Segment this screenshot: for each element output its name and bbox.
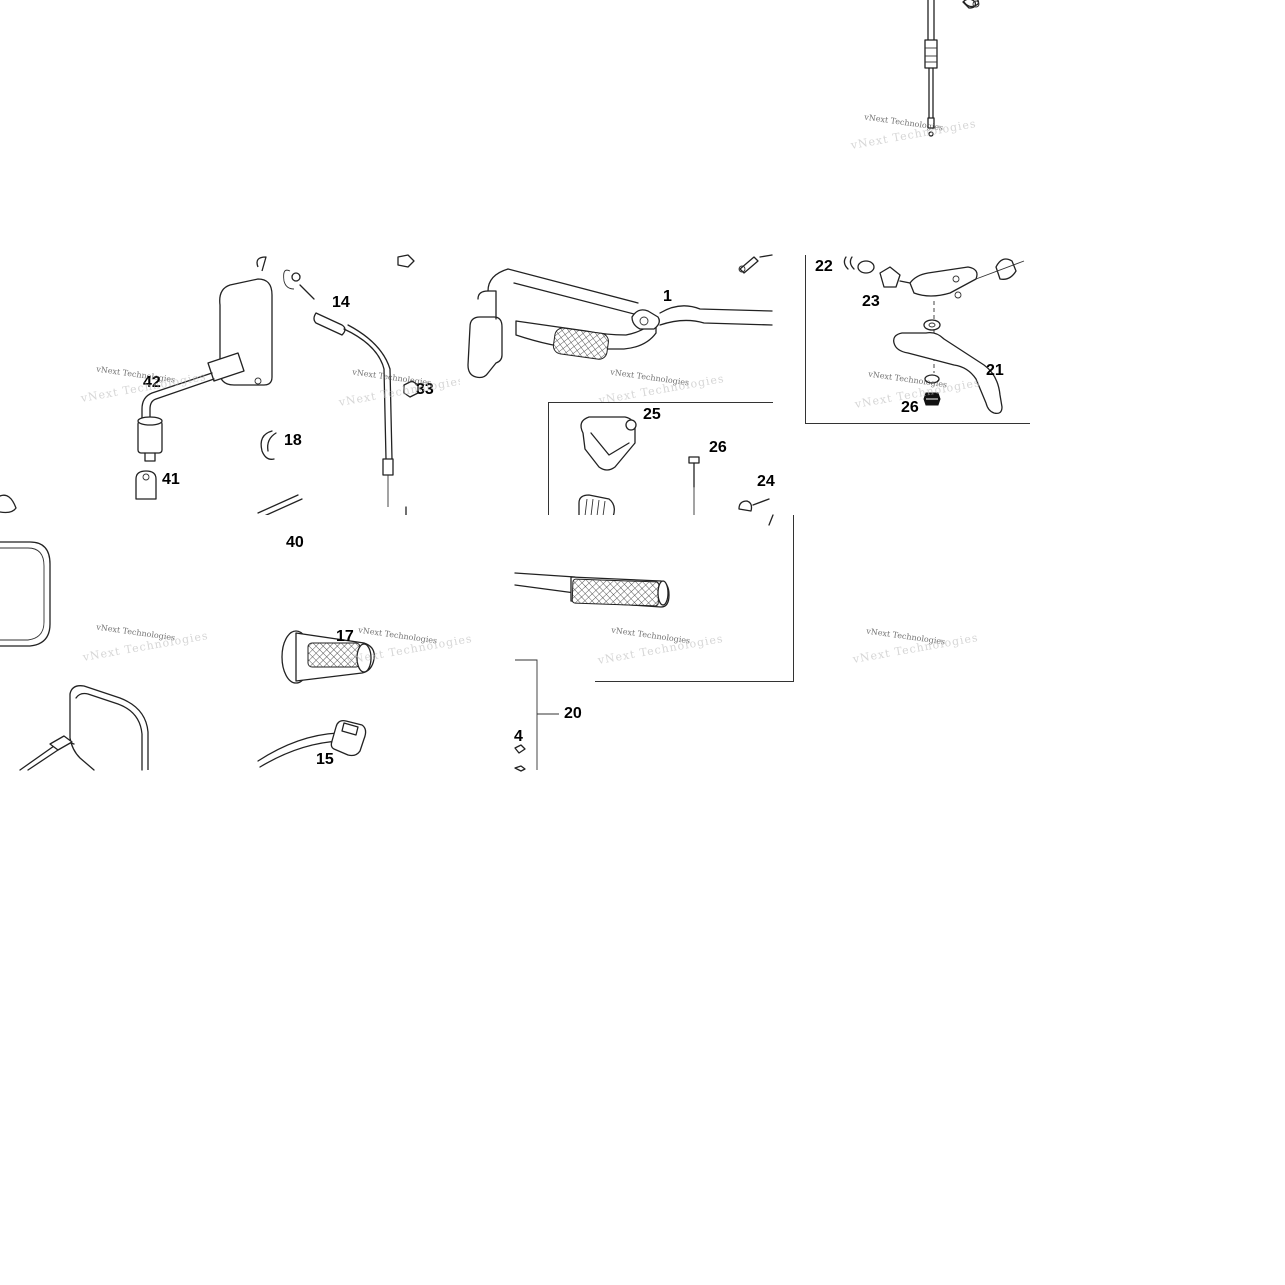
tile-mirror-fragment bbox=[0, 488, 56, 660]
tile-lower-mirror bbox=[0, 680, 152, 771]
callout-41: 41 bbox=[162, 471, 180, 488]
callout-24: 24 bbox=[757, 473, 775, 490]
callout-40: 40 bbox=[286, 534, 304, 551]
callout-14: 14 bbox=[332, 294, 350, 311]
callout-23: 23 bbox=[862, 293, 880, 310]
callout-4: 4 bbox=[514, 728, 523, 745]
mirror-throttle-drawing bbox=[135, 254, 515, 524]
tile-clutch-lever: 22 23 21 26 vNext Technologies vNext Tec… bbox=[805, 255, 1030, 424]
tile-grip-switch: 40 17 15 vNext Technologies vNext Techno… bbox=[256, 515, 514, 770]
callout-15: 15 bbox=[316, 751, 334, 768]
handlebar-drawing bbox=[467, 254, 773, 379]
mirror-fragment-drawing bbox=[0, 494, 51, 647]
clutch-lever-drawing bbox=[843, 256, 1025, 415]
throttle-cable-drawing bbox=[924, 0, 977, 137]
callout-42: 42 bbox=[143, 374, 161, 391]
tile-bar-grip: vNext Technologies vNext Technologies bbox=[514, 514, 794, 682]
callout-22: 22 bbox=[815, 258, 833, 275]
lower-mirror-drawing bbox=[19, 685, 149, 771]
callout-26: 26 bbox=[709, 439, 727, 456]
callout-25: 25 bbox=[643, 406, 661, 423]
callout-17: 17 bbox=[336, 628, 354, 645]
callout-33: 33 bbox=[416, 381, 434, 398]
callout-20: 20 bbox=[564, 705, 582, 722]
tile-bracket-20: 20 4 bbox=[514, 658, 595, 772]
callout-21: 21 bbox=[986, 362, 1004, 379]
tile-watermark-right: vNext Technologies vNext Technologies bbox=[850, 610, 979, 670]
tile-mirror-throttle: 14 42 33 18 41 vNext Technologies vNext … bbox=[0, 254, 515, 524]
callout-26: 26 bbox=[901, 399, 919, 416]
tile-switch-inset: 25 26 24 bbox=[548, 402, 775, 518]
callout-1: 1 bbox=[663, 288, 672, 305]
bar-grip-drawing bbox=[514, 514, 774, 608]
switch-parts-drawing bbox=[578, 416, 770, 518]
callout-18: 18 bbox=[284, 432, 302, 449]
nut-fragment-drawing bbox=[963, 0, 980, 8]
bracket-20-drawing bbox=[514, 659, 559, 772]
tile-top-cable: vNext Technologies vNext Technologies bbox=[850, 0, 977, 152]
grip-switch-drawing bbox=[257, 630, 375, 768]
